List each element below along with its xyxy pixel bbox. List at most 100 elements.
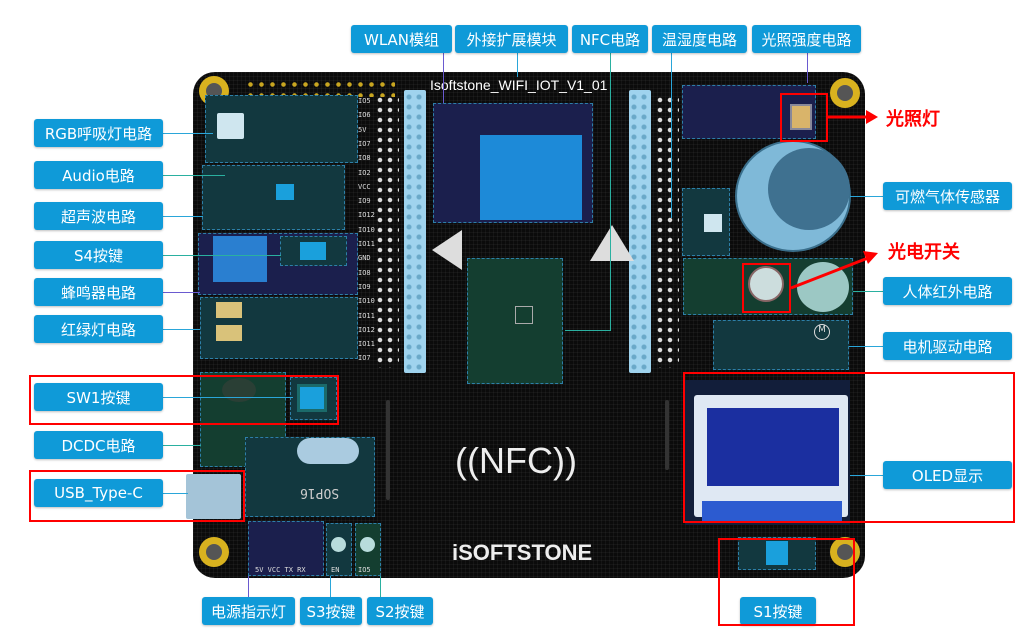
mount-hole: [830, 537, 860, 567]
nfc-logo: ((NFC)): [455, 440, 577, 481]
temp-humidity-sensor: [704, 214, 722, 232]
header-pin-label: IO11: [358, 240, 375, 248]
header-pin-label: IO8: [358, 268, 371, 277]
connector-line: [163, 292, 200, 293]
label-temp-humidity: 温湿度电路: [652, 25, 747, 53]
connector-line: [850, 475, 883, 476]
header-pin-label: VCC: [358, 182, 371, 191]
label-oled: OLED显示: [883, 461, 1012, 489]
label-s1: S1按键: [740, 597, 816, 625]
oled-screen: [707, 408, 839, 486]
annotation-light-lamp: 光照灯: [886, 109, 940, 130]
power-led-labels: 5V VCC TX RX: [255, 566, 306, 574]
left-pin-header: [375, 95, 399, 368]
highlight-oled: [683, 372, 1015, 523]
mount-hole: [830, 78, 860, 108]
header-pin-label: IO10: [358, 297, 375, 306]
label-ultrasonic: 超声波电路: [34, 202, 163, 230]
label-dcdc: DCDC电路: [34, 431, 163, 459]
header-pin-label: IO10: [358, 225, 375, 234]
header-pin-label: IO12: [358, 325, 375, 334]
header-pin-label: IO11: [358, 340, 375, 349]
header-pin-label: IO6: [358, 111, 371, 120]
connector-line: [849, 346, 883, 347]
inductor: [222, 378, 256, 402]
connector-line: [330, 576, 331, 597]
label-wlan: WLAN模组: [351, 25, 452, 53]
connector-line: [380, 576, 381, 597]
s4-button[interactable]: [300, 242, 326, 260]
nfc-antenna-bar: [665, 400, 669, 470]
header-pin-label: GND: [358, 254, 371, 263]
header-pin-label: IO7: [358, 354, 371, 363]
label-buzzer: 蜂鸣器电路: [34, 278, 163, 306]
nfc-chip: [515, 306, 533, 324]
header-pin-label: IO5: [358, 97, 371, 105]
label-rgb-breathing-light: RGB呼吸灯电路: [34, 119, 163, 147]
sw1-button[interactable]: [297, 384, 327, 412]
connector-line: [853, 291, 883, 292]
label-s2: S2按键: [367, 597, 433, 625]
arrow-head: [863, 251, 878, 264]
header-pin-label: IO11: [358, 311, 375, 320]
via-row: [245, 79, 395, 97]
header-pin-label: IO7: [358, 139, 371, 148]
label-light-intensity: 光照强度电路: [752, 25, 861, 53]
connector-line: [671, 53, 672, 218]
connector-line: [807, 53, 808, 83]
label-gas-sensor: 可燃气体传感器: [883, 182, 1012, 210]
header-pin-label: IO2: [358, 168, 371, 177]
light-lamp: [790, 104, 812, 130]
connector-line: [163, 445, 201, 446]
mount-hole: [199, 537, 229, 567]
annotation-photo-switch: 光电开关: [888, 242, 960, 263]
expansion-header-left: [404, 90, 426, 373]
led-green: [216, 325, 242, 341]
connector-line: [517, 53, 518, 77]
header-pin-label: 5V: [358, 125, 367, 134]
label-traffic-light: 红绿灯电路: [34, 315, 163, 343]
gas-sensor-top: [768, 148, 850, 230]
esd-warning-icon: [590, 225, 634, 261]
speaker-icon: [432, 230, 462, 270]
highlight-s1: [718, 538, 855, 626]
photoresistor: [748, 266, 784, 302]
connector-line: [163, 255, 281, 256]
oled-flex: [702, 501, 842, 521]
label-s4: S4按键: [34, 241, 163, 269]
buzzer: [213, 236, 267, 282]
s2-button[interactable]: [360, 537, 375, 552]
label-audio: Audio电路: [34, 161, 163, 189]
connector-line: [610, 53, 611, 330]
s2-silk: IO5: [358, 566, 371, 574]
label-nfc: NFC电路: [572, 25, 648, 53]
connector-line: [163, 133, 213, 134]
header-pin-label: IO9: [358, 282, 371, 291]
connector-line: [163, 216, 203, 217]
crystal: [297, 438, 359, 464]
rgb-led: [217, 113, 244, 139]
s3-silk: EN: [331, 566, 340, 574]
label-usb-type-c: USB_Type-C: [34, 479, 163, 507]
connector-line: [163, 329, 200, 330]
header-pin-label: IO9: [358, 197, 371, 206]
arrow-head: [866, 110, 878, 124]
s1-button[interactable]: [766, 541, 788, 565]
connector-line: [163, 175, 225, 176]
label-motor-driver: 电机驱动电路: [883, 332, 1012, 360]
label-pir: 人体红外电路: [883, 277, 1012, 305]
connector-line: [443, 53, 444, 103]
connector-line: [163, 397, 293, 398]
connector-line: [565, 330, 611, 331]
highlight-photo-switch: [742, 263, 791, 313]
led-red: [216, 302, 242, 318]
highlight-sw1: [29, 375, 339, 425]
expansion-header-right: [629, 90, 651, 373]
s3-button[interactable]: [331, 537, 346, 552]
isoftstone-logo: iSOFTSTONE: [452, 540, 593, 565]
highlight-light-lamp: [780, 93, 828, 142]
nfc-antenna-bar: [386, 400, 390, 500]
right-pin-header: [655, 95, 679, 368]
usb-type-c-port[interactable]: [186, 474, 241, 519]
